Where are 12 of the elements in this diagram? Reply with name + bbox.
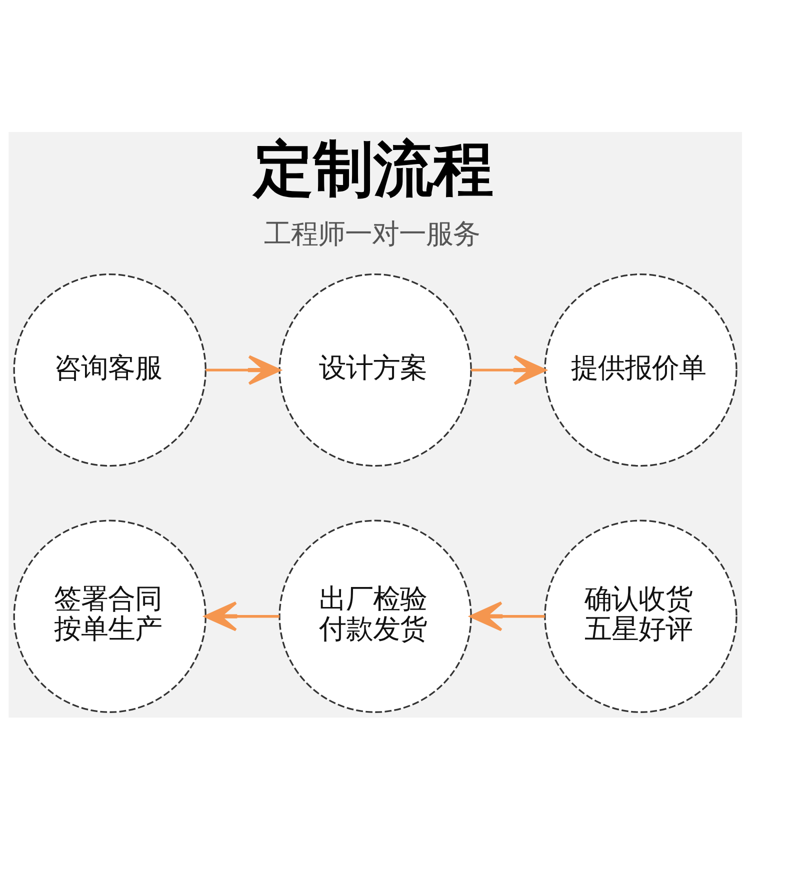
- arrow: [471, 355, 546, 385]
- node-circle: 咨询客服: [13, 273, 206, 467]
- arrow: [470, 601, 545, 632]
- node-circle: 签署合同 按单生产: [13, 520, 206, 713]
- diagram-title: 定制流程: [254, 134, 494, 205]
- node-circle: 出厂检验 付款发货: [278, 520, 472, 713]
- caption: 工程师一对一服务: [264, 218, 480, 250]
- node-circle: 确认收货 五星好评: [544, 520, 738, 713]
- arrow: [206, 355, 281, 385]
- node-circle: 设计方案: [278, 273, 472, 467]
- arrow: [204, 601, 280, 632]
- node-circle: 提供报价单: [544, 273, 738, 467]
